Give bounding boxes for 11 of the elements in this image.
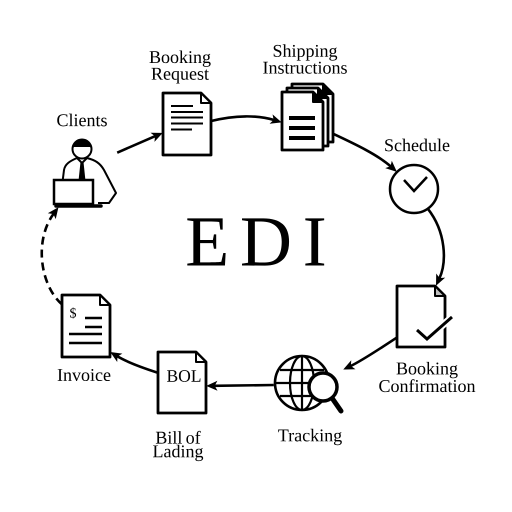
node-label: Booking Request	[150, 50, 211, 84]
node-label: Bill of Lading	[153, 430, 204, 462]
document-text: BOL	[167, 370, 200, 382]
node-label: Tracking	[278, 428, 342, 446]
document-text: $	[70, 307, 76, 319]
node-label: Schedule	[385, 138, 450, 152]
node-label: Invoice	[58, 368, 110, 382]
node-label: Booking Confirmation	[379, 362, 476, 392]
node-label: Shipping Instructions	[263, 44, 347, 74]
node-label: Clients	[57, 114, 107, 126]
title: EDI	[187, 218, 324, 266]
